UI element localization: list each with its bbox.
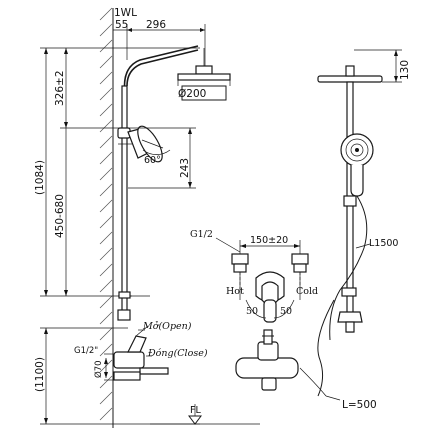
label-hot: Hot bbox=[226, 286, 244, 297]
dim-130: 130 bbox=[399, 60, 411, 80]
label-tol-left: 50 bbox=[246, 306, 258, 317]
connection-detail bbox=[215, 237, 309, 323]
floor-marker bbox=[150, 404, 260, 425]
front-shower-column bbox=[317, 49, 402, 397]
label-close: Đóng(Close) bbox=[147, 348, 208, 359]
label-hose-lower: L=500 bbox=[342, 399, 377, 411]
dim-1100: (1100) bbox=[34, 357, 46, 392]
front-mixer bbox=[235, 329, 341, 401]
label-inlet-thread: G1/2" bbox=[74, 346, 98, 356]
label-open: Mở(Open) bbox=[142, 321, 192, 332]
label-angle-60: 60° bbox=[144, 155, 161, 166]
label-tol-right: 50 bbox=[280, 306, 292, 317]
side-mixer bbox=[104, 325, 169, 381]
label-hose-upper: L1500 bbox=[369, 238, 398, 249]
label-g12: G1/2 bbox=[190, 229, 213, 240]
label-floor: FL bbox=[190, 405, 201, 416]
top-dimension bbox=[113, 24, 206, 72]
dim-326: 326±2 bbox=[54, 70, 66, 106]
dim-1084: (1084) bbox=[34, 160, 46, 195]
wall-label: 1WL bbox=[114, 7, 137, 19]
label-diameter-200: Ø200 bbox=[178, 88, 206, 100]
dim-243: 243 bbox=[179, 158, 191, 178]
dim-296: 296 bbox=[146, 19, 166, 31]
wall bbox=[99, 7, 114, 428]
dim-55: 55 bbox=[115, 19, 128, 31]
dim-450-680: 450-680 bbox=[54, 194, 66, 238]
label-center-distance: 150±20 bbox=[250, 235, 288, 246]
side-shower-column bbox=[117, 45, 231, 321]
left-dimensions bbox=[40, 47, 200, 425]
label-inlet-dia: Ø70 bbox=[93, 360, 104, 378]
label-cold: Cold bbox=[296, 286, 318, 297]
